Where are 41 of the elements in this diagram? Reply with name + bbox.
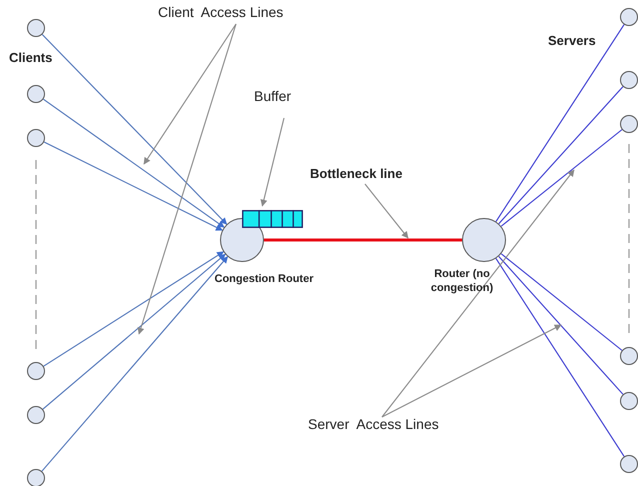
access-line bbox=[500, 253, 622, 351]
access-line bbox=[43, 251, 224, 367]
callout-text: Bottleneck line bbox=[310, 166, 402, 182]
access-line bbox=[41, 256, 228, 472]
router-caption: Router (no congestion) bbox=[430, 268, 494, 296]
access-line bbox=[44, 142, 223, 231]
host-node bbox=[620, 115, 638, 133]
group-label: Clients bbox=[9, 50, 52, 65]
access-line bbox=[42, 254, 226, 410]
callout-text: Server Access Lines bbox=[308, 416, 439, 433]
callout-text: Client Access Lines bbox=[158, 4, 284, 21]
host-node bbox=[27, 19, 45, 37]
host-node bbox=[27, 362, 45, 380]
host-node bbox=[620, 392, 638, 410]
access-line bbox=[500, 129, 622, 227]
leader-line bbox=[364, 184, 408, 239]
access-line bbox=[498, 86, 624, 224]
host-node bbox=[27, 129, 45, 147]
access-line bbox=[496, 24, 625, 222]
host-node bbox=[620, 455, 638, 473]
leader-line bbox=[138, 24, 237, 335]
access-line bbox=[496, 258, 625, 457]
bottleneck-line bbox=[264, 238, 462, 242]
router-node bbox=[462, 218, 506, 262]
group-label: Servers bbox=[548, 33, 596, 48]
access-line bbox=[498, 256, 624, 395]
host-node bbox=[27, 85, 45, 103]
access-line bbox=[43, 98, 225, 228]
host-node bbox=[27, 469, 45, 486]
leader-line bbox=[144, 24, 236, 165]
buffer-queue-drawing bbox=[242, 210, 303, 228]
host-node bbox=[620, 347, 638, 365]
leader-line bbox=[382, 169, 574, 418]
router-caption: Congestion Router bbox=[214, 273, 314, 287]
host-node bbox=[620, 8, 638, 26]
host-node bbox=[27, 406, 45, 424]
host-node bbox=[620, 71, 638, 89]
access-line bbox=[42, 34, 228, 225]
leader-line bbox=[382, 324, 562, 418]
callout-text: Buffer bbox=[254, 88, 292, 105]
leader-line bbox=[260, 118, 285, 207]
